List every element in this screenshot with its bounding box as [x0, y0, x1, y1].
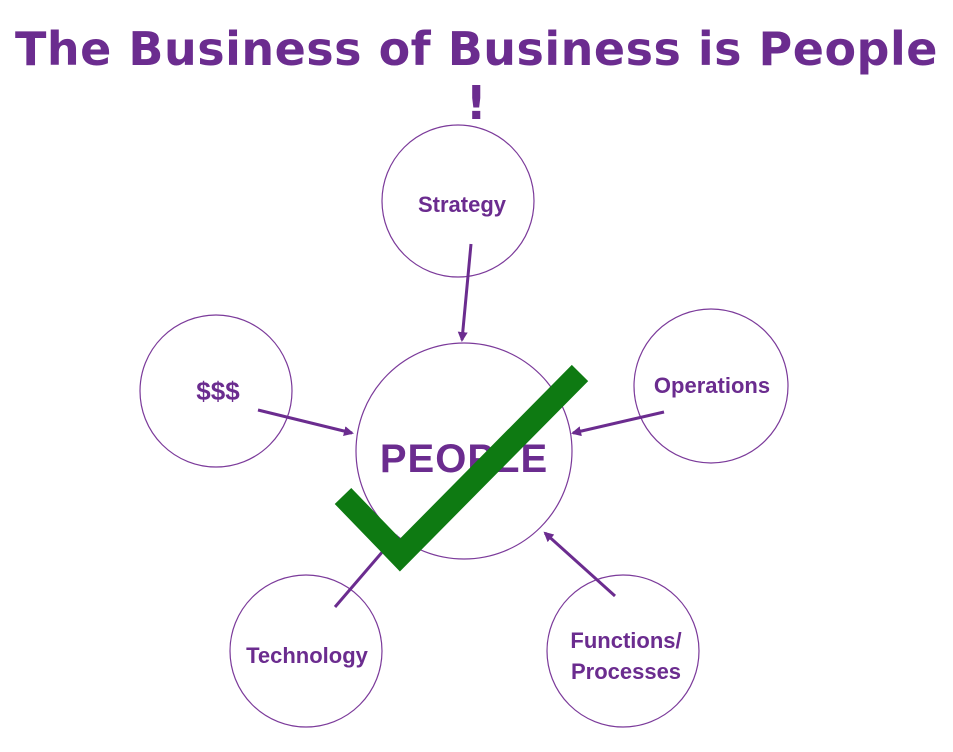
operations-arrow	[571, 410, 665, 437]
operations-circle	[633, 308, 789, 464]
strategy-label: Strategy	[418, 192, 507, 217]
strategy-circle	[381, 124, 535, 278]
functions-label-line1: Functions/	[570, 628, 681, 653]
functions-label-line2: Processes	[571, 659, 681, 684]
money-arrow	[257, 408, 354, 436]
page-title: The Business of Business is People !	[15, 22, 938, 130]
technology-circle	[229, 574, 383, 728]
money-label: $$$	[196, 376, 240, 406]
technology-label: Technology	[246, 643, 369, 668]
checkmark-icon	[334, 364, 589, 572]
money-circle	[139, 314, 293, 468]
people-circle	[355, 342, 573, 560]
functions-arrow	[543, 531, 617, 598]
strategy-arrow	[457, 243, 473, 342]
operations-label: Operations	[654, 373, 770, 398]
functions-circle	[546, 574, 700, 728]
